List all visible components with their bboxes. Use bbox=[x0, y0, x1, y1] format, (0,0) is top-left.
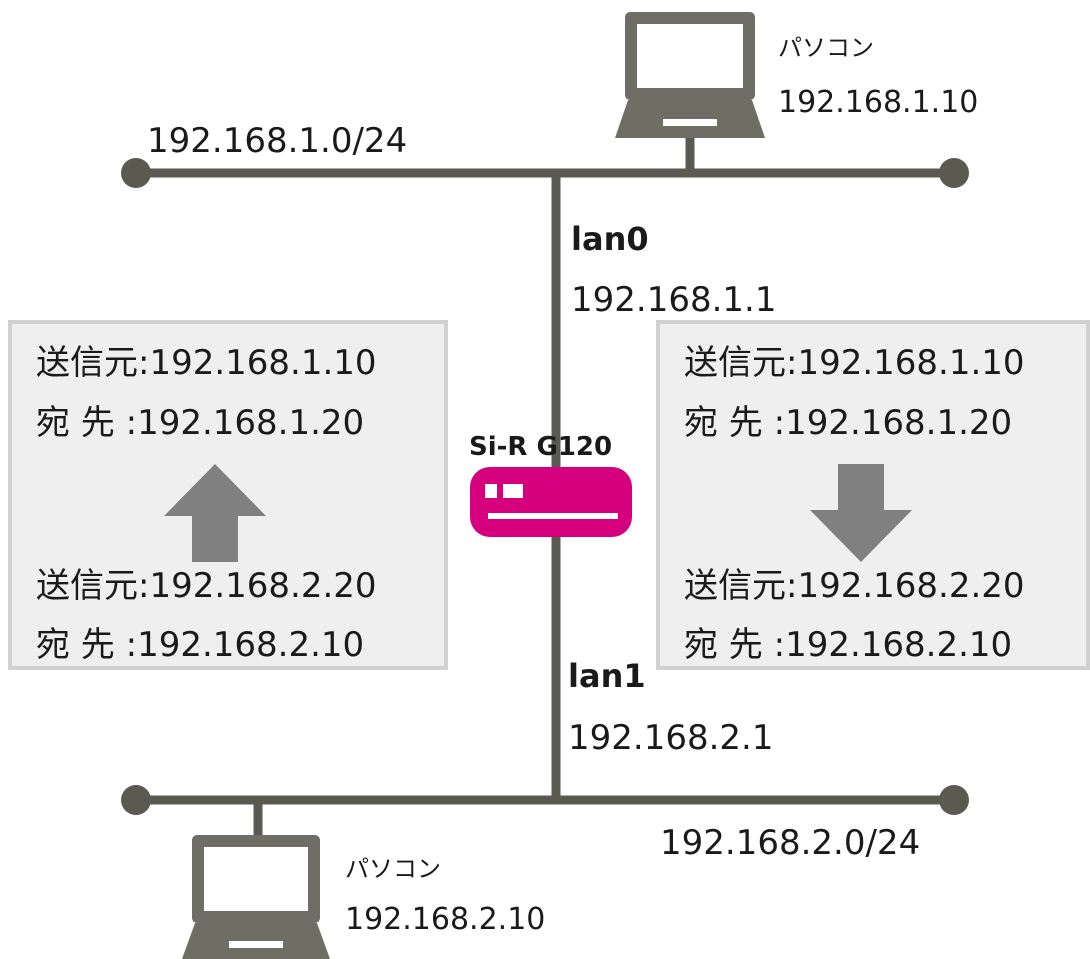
subnet-bottom-label: 192.168.2.0/24 bbox=[660, 823, 921, 863]
bus-endpoint bbox=[121, 785, 151, 815]
down-arrow-icon bbox=[810, 464, 912, 562]
bus-endpoint bbox=[939, 158, 969, 188]
laptop-top-icon bbox=[615, 12, 765, 138]
lan1-label: lan1 bbox=[568, 657, 646, 695]
router-icon bbox=[470, 467, 632, 537]
panel-right-after-src: 送信元:192.168.2.20 bbox=[684, 566, 1025, 606]
panel-right-before-src: 送信元:192.168.1.10 bbox=[684, 343, 1025, 383]
panel-left-before-src: 送信元:192.168.1.10 bbox=[36, 343, 377, 383]
panel-left-after-dst: 宛 先 :192.168.2.10 bbox=[36, 625, 365, 665]
pc-bottom-label: パソコン bbox=[345, 855, 441, 883]
pc-top-ip: 192.168.1.10 bbox=[778, 85, 979, 120]
up-arrow-icon bbox=[164, 464, 266, 562]
pc-top-label: パソコン bbox=[778, 34, 874, 62]
laptop-bottom-icon bbox=[182, 835, 330, 959]
panel-left-after-src: 送信元:192.168.2.20 bbox=[36, 566, 377, 606]
panel-right-after-dst: 宛 先 :192.168.2.10 bbox=[684, 625, 1013, 665]
bus-endpoint bbox=[939, 785, 969, 815]
subnet-top-label: 192.168.1.0/24 bbox=[147, 121, 408, 161]
packet-panel-left: 送信元:192.168.1.10 宛 先 :192.168.1.20 送信元:1… bbox=[8, 320, 448, 670]
lan0-ip: 192.168.1.1 bbox=[571, 280, 777, 320]
router-name: Si-R G120 bbox=[469, 432, 613, 462]
lan0-label: lan0 bbox=[571, 220, 649, 258]
lan1-ip: 192.168.2.1 bbox=[568, 718, 774, 758]
pc-bottom-ip: 192.168.2.10 bbox=[345, 902, 546, 937]
packet-panel-right: 送信元:192.168.1.10 宛 先 :192.168.1.20 送信元:1… bbox=[656, 320, 1090, 670]
panel-right-before-dst: 宛 先 :192.168.1.20 bbox=[684, 403, 1013, 443]
panel-left-before-dst: 宛 先 :192.168.1.20 bbox=[36, 403, 365, 443]
bus-endpoint bbox=[121, 158, 151, 188]
